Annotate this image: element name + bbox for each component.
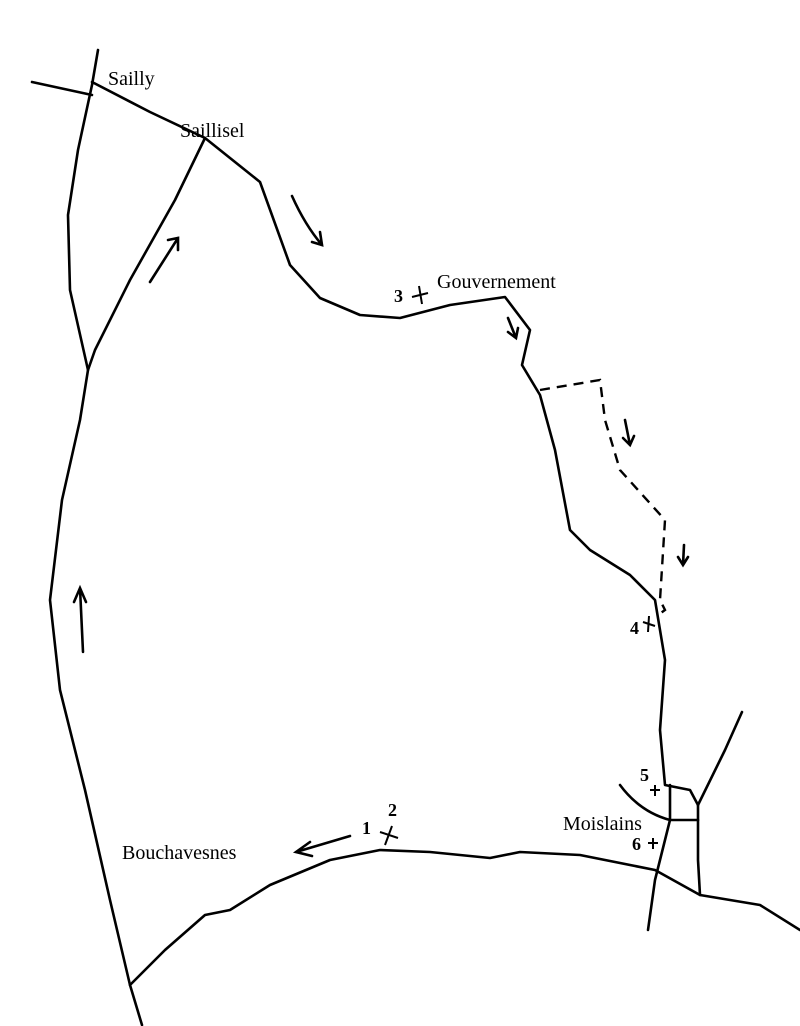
marker-label-3: 3 bbox=[394, 286, 403, 306]
place-label-gouvernement: Gouvernement bbox=[437, 271, 556, 293]
marker-label-6: 6 bbox=[632, 834, 641, 854]
road-northeast bbox=[696, 710, 744, 807]
place-label-saillisel: Saillisel bbox=[180, 120, 245, 142]
marker-label-4: 4 bbox=[630, 618, 639, 638]
road-northwest bbox=[30, 80, 94, 97]
marker-label-5: 5 bbox=[640, 765, 649, 785]
place-label-bouchavesnes: Bouchavesnes bbox=[122, 842, 237, 864]
place-label-sailly: Sailly bbox=[108, 68, 155, 90]
road-saillisel-branch bbox=[86, 136, 207, 372]
road-west bbox=[48, 48, 144, 1026]
marker-label-1: 1 bbox=[362, 818, 371, 838]
dashed-detour bbox=[539, 378, 667, 616]
road-main-route bbox=[90, 80, 702, 897]
road-moislains bbox=[646, 783, 672, 932]
marker-label-2: 2 bbox=[388, 800, 397, 820]
road-moislains-curve bbox=[618, 783, 672, 822]
road-south bbox=[128, 848, 800, 987]
place-label-moislains: Moislains bbox=[563, 813, 642, 835]
marker-crosses bbox=[379, 285, 660, 849]
arrow-icon bbox=[72, 194, 690, 858]
